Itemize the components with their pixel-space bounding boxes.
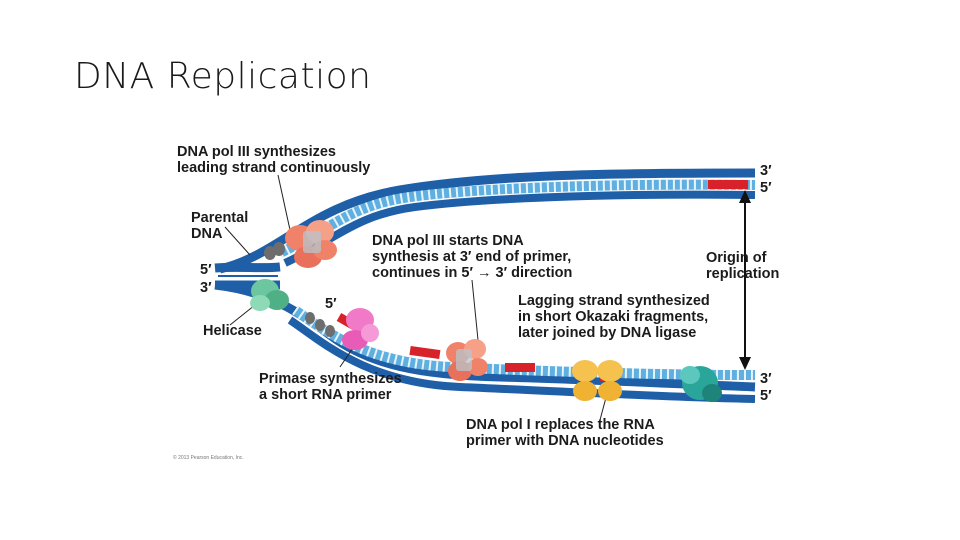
label-line: leading strand continuously <box>177 160 371 176</box>
dna-pol3-lagging <box>446 339 488 381</box>
origin-arrow <box>739 190 751 370</box>
label-primase: Primase synthesizes a short RNA primer <box>259 371 402 403</box>
label-origin-of-replication: Origin of replication <box>706 250 779 282</box>
label-line: later joined by DNA ligase <box>518 325 697 341</box>
label-line: synthesis at 3′ end of primer, <box>372 249 572 265</box>
rna-primer-origin <box>708 180 748 189</box>
label-line: a short RNA primer <box>259 387 392 403</box>
replication-fork-figure: DNA pol III synthesizes leading strand c… <box>160 135 800 465</box>
label-line: Origin of <box>706 250 767 266</box>
label-5prime-left: 5′ <box>200 262 212 278</box>
dna-pol1-protein <box>572 360 623 401</box>
ssb-beads <box>264 242 335 337</box>
label-line: DNA pol I replaces the RNA <box>466 417 655 433</box>
helicase-protein <box>250 279 289 311</box>
label-3prime-left: 3′ <box>200 280 212 296</box>
copyright-notice: © 2013 Pearson Education, Inc. <box>173 455 244 461</box>
label-parental-dna: Parental DNA <box>191 210 248 242</box>
dna-ligase-protein <box>680 366 722 402</box>
label-3prime-top-right: 3′ <box>760 163 772 179</box>
slide-title: DNA Replication <box>74 56 372 97</box>
label-3prime-bottom-right: 3′ <box>760 371 772 387</box>
label-5prime-top-right: 5′ <box>760 180 772 196</box>
okazaki-primer-1 <box>409 345 441 360</box>
label-line: primer with DNA nucleotides <box>466 433 664 449</box>
okazaki-primer-2 <box>505 363 535 372</box>
label-line: Parental <box>191 210 249 226</box>
label-lagging-strand: Lagging strand synthesized in short Okaz… <box>518 293 710 341</box>
label-line: continues in 5′ → 3′ direction <box>372 265 573 281</box>
label-line: DNA <box>191 226 223 242</box>
label-helicase: Helicase <box>203 323 262 339</box>
label-dna-pol3-starts: DNA pol III starts DNA synthesis at 3′ e… <box>372 233 572 281</box>
label-line: replication <box>706 266 780 282</box>
label-dna-pol1: DNA pol I replaces the RNA primer with D… <box>466 417 664 449</box>
dna-pol3-leading <box>285 220 337 268</box>
label-line: Lagging strand synthesized <box>518 293 710 309</box>
label-line: DNA pol III synthesizes <box>177 144 336 160</box>
primase-protein <box>342 308 379 350</box>
label-line: in short Okazaki fragments, <box>518 309 709 325</box>
label-dna-pol3-leading: DNA pol III synthesizes leading strand c… <box>177 144 370 176</box>
label-line: DNA pol III starts DNA <box>372 233 524 249</box>
label-line: Primase synthesizes <box>259 371 402 387</box>
replication-fork-diagram <box>214 168 756 421</box>
label-5prime-primer: 5′ <box>325 296 337 312</box>
label-5prime-bottom-right: 5′ <box>760 388 772 404</box>
